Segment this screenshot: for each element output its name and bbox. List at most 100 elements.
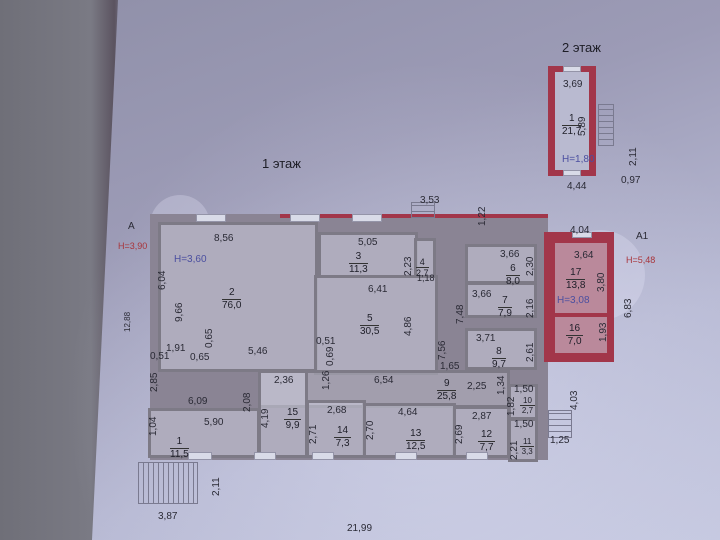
room-area: 12,5 xyxy=(406,440,426,452)
dim-label: 3,69 xyxy=(563,79,583,90)
room-area: 21,7 xyxy=(562,125,582,137)
room-number: 14 xyxy=(334,425,352,438)
room-number: 9 xyxy=(437,378,457,391)
dim-label: 2,21 xyxy=(509,440,520,460)
dim-label: 2,25 xyxy=(467,381,487,392)
room-number: 16 xyxy=(566,323,584,336)
dim-label: 1,18 xyxy=(417,273,435,283)
room-area: 11,3 xyxy=(349,263,368,275)
room-1 xyxy=(148,408,260,458)
dim-label: 1,04 xyxy=(148,416,159,436)
dim-label: 6,54 xyxy=(374,375,394,386)
axis-label: A1 xyxy=(636,231,649,242)
entrance-stairs-right xyxy=(548,410,572,438)
window xyxy=(395,452,417,460)
window xyxy=(352,214,382,222)
dim-label: 1,50 xyxy=(514,384,534,395)
dim-label: 0,69 xyxy=(325,346,336,366)
window xyxy=(466,452,488,460)
dim-label: 2,87 xyxy=(472,411,492,422)
window xyxy=(290,214,320,222)
floor2-title: 2 этаж xyxy=(562,40,601,55)
dim-label: 6,83 xyxy=(623,298,634,318)
room-number: 8 xyxy=(492,346,506,359)
height-label: H=3,90 xyxy=(118,241,148,251)
dim-label: 0,51 xyxy=(150,351,170,362)
room-area: 30,5 xyxy=(360,325,380,337)
height-label: H=5,48 xyxy=(626,255,656,265)
dim-label: 9,66 xyxy=(174,302,185,322)
dim-label: 4,64 xyxy=(398,407,418,418)
dim-label: 0,51 xyxy=(316,336,336,347)
room-area: 25,8 xyxy=(437,390,457,402)
window xyxy=(196,214,226,222)
dim-label: 1,22 xyxy=(477,206,488,226)
room-area: 7,0 xyxy=(567,335,582,347)
height-label: H=3,60 xyxy=(174,254,207,265)
room-area: 7,3 xyxy=(335,437,350,449)
dim-label: 1,65 xyxy=(440,361,460,372)
axis-label: A xyxy=(128,221,135,232)
dim-label: 5,05 xyxy=(358,237,378,248)
room-number: 17 xyxy=(566,267,586,280)
room-number: 5 xyxy=(360,313,380,326)
dim-label: 3,66 xyxy=(500,249,520,260)
dim-label: 1,93 xyxy=(598,322,609,342)
dim-label: 3,53 xyxy=(420,195,440,206)
dim-label: 2,68 xyxy=(327,405,347,416)
dim-label: 4,86 xyxy=(403,316,414,336)
dim-label: 5,89 xyxy=(577,116,588,136)
dim-label: 2,11 xyxy=(211,477,222,496)
dim-label: 3,64 xyxy=(574,250,594,261)
room-number: 2 xyxy=(222,287,242,300)
dim-label: 3,71 xyxy=(476,333,496,344)
dim-label: 2,36 xyxy=(274,375,294,386)
window xyxy=(572,232,592,238)
dim-label: 8,56 xyxy=(214,233,234,244)
table-surface xyxy=(0,0,118,540)
floor1-title: 1 этаж xyxy=(262,156,301,171)
room-13 xyxy=(362,403,456,458)
dim-label: 2,61 xyxy=(525,342,536,362)
dim-label: 2,69 xyxy=(454,424,465,444)
dim-label: 2,30 xyxy=(525,256,536,276)
dim-label: 3,80 xyxy=(596,272,607,292)
room-area: 2,7 xyxy=(521,406,534,416)
dim-label: 2,16 xyxy=(525,298,536,318)
dim-label: 0,97 xyxy=(621,175,641,186)
window xyxy=(188,452,212,460)
room-14 xyxy=(306,400,366,458)
dim-label: 7,48 xyxy=(455,304,466,324)
room-area: 2,7 xyxy=(416,268,429,279)
dim-label: 1,82 xyxy=(506,396,517,416)
dim-label: 3,87 xyxy=(158,511,178,522)
entrance-stairs-top xyxy=(411,202,435,218)
floor2-room-1 xyxy=(555,72,589,170)
dim-label: 21,99 xyxy=(347,523,373,534)
room-number: 12 xyxy=(478,429,496,442)
window xyxy=(563,66,581,72)
window xyxy=(254,452,276,460)
room-area: 8,0 xyxy=(506,275,520,287)
window xyxy=(563,170,581,176)
dim-label: 1,25 xyxy=(550,435,570,446)
dim-label: 12,88 xyxy=(123,311,132,332)
room-15 xyxy=(258,370,308,458)
room-number: 11 xyxy=(520,437,535,448)
dim-label: 4,19 xyxy=(260,408,271,428)
room-area: 9,7 xyxy=(492,358,506,370)
dim-label: 7,56 xyxy=(437,340,448,360)
dim-label: 1,26 xyxy=(321,370,332,390)
